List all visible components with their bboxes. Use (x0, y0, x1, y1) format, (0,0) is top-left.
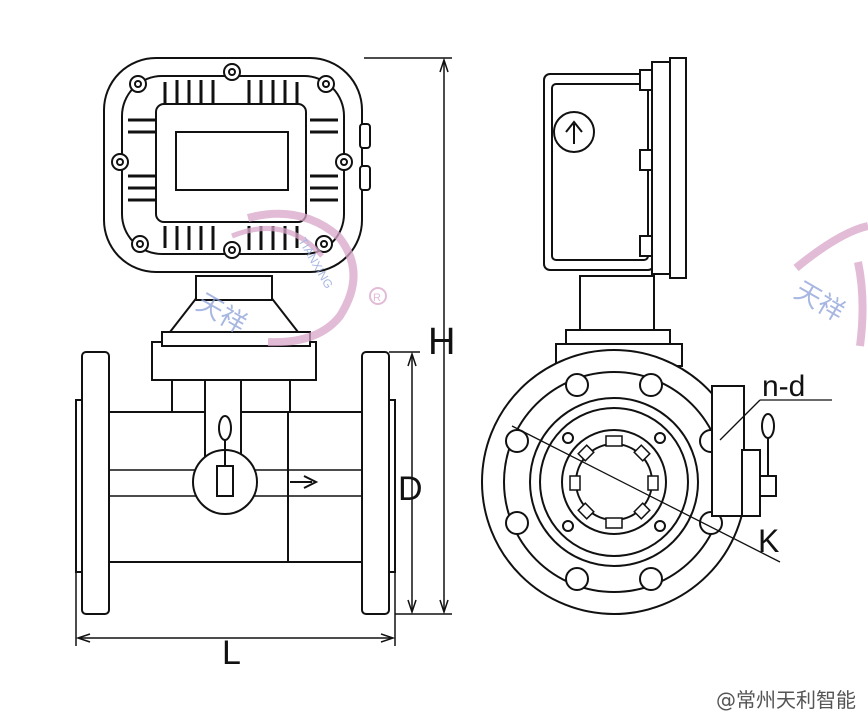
left-flange (81, 351, 110, 615)
housing-screws (111, 63, 353, 259)
footer-credit: @常州天利智能 (716, 688, 856, 712)
watermark-logo-right: 天祥 (789, 222, 868, 347)
side-view (481, 57, 777, 615)
label-d: D (398, 470, 423, 508)
label-h: H (428, 321, 455, 363)
label-k: K (758, 523, 779, 559)
label-nd: n-d (762, 370, 805, 403)
svg-text:R: R (373, 292, 381, 304)
svg-text:天祥: 天祥 (789, 276, 849, 328)
dimension-lines (75, 57, 452, 646)
front-view (75, 57, 396, 615)
right-flange (361, 351, 390, 615)
leader-lines (511, 399, 832, 563)
label-l: L (222, 634, 241, 672)
